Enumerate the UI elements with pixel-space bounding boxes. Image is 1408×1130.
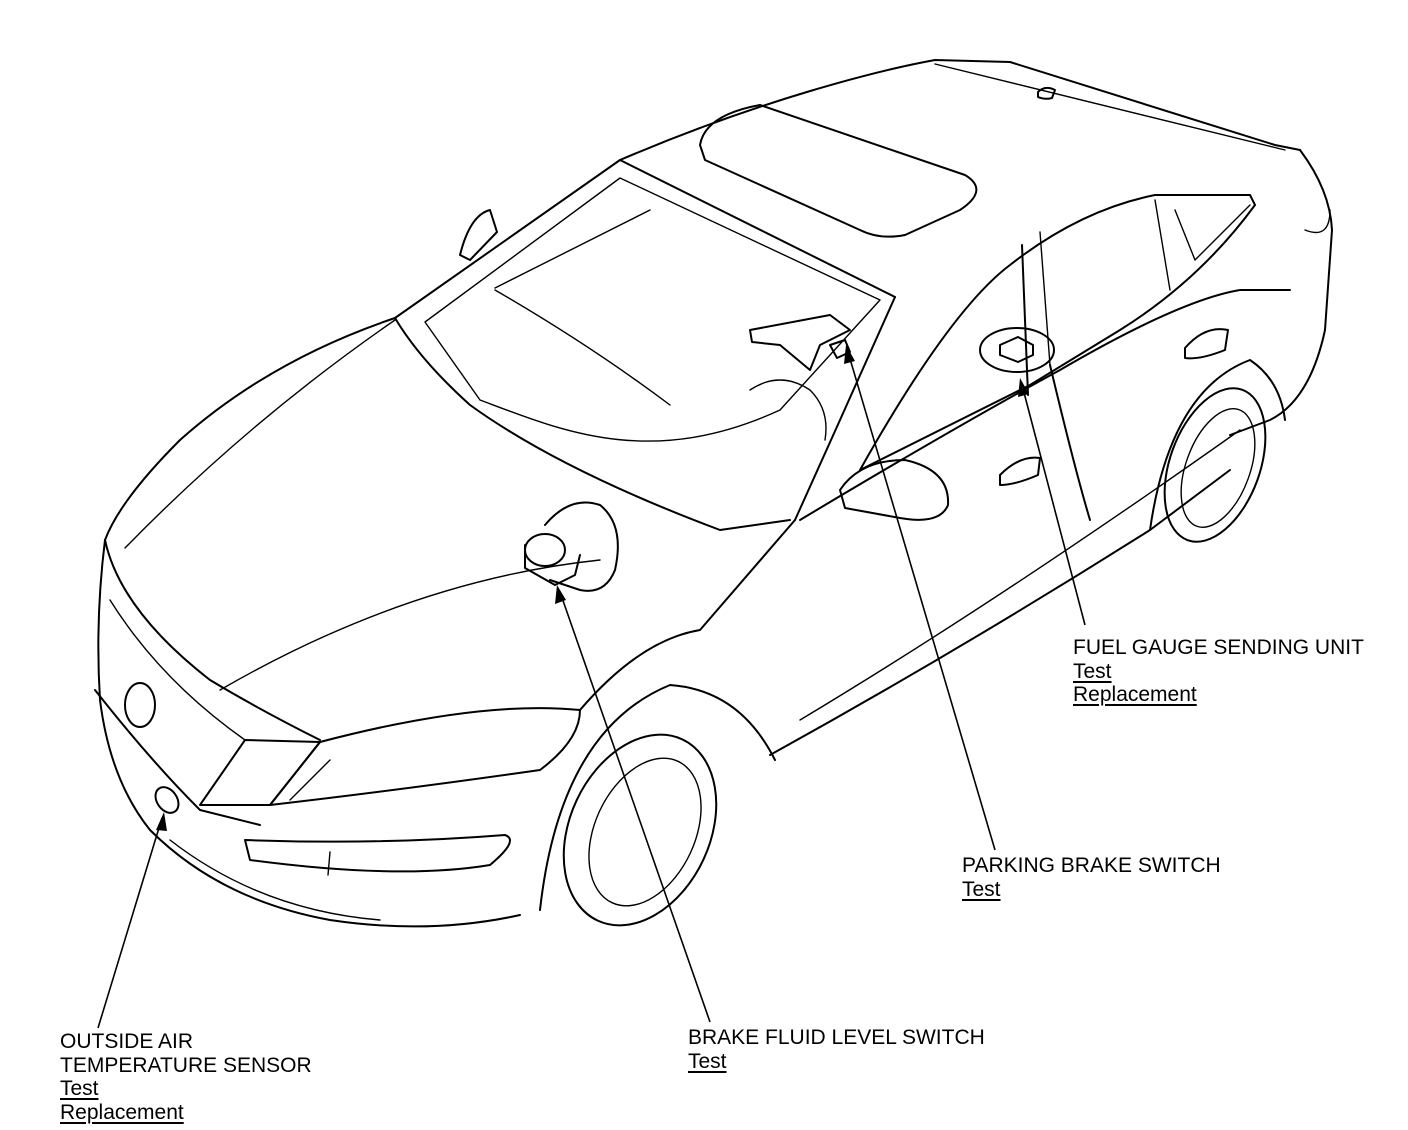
roof-antenna <box>1037 86 1056 100</box>
door-window-frame <box>859 194 1256 471</box>
steering-area <box>749 379 827 441</box>
leader-brake-fluid <box>559 591 711 1023</box>
outside-air-temp-title-line2: TEMPERATURE SENSOR <box>60 1053 312 1077</box>
rear-body <box>1229 149 1333 436</box>
callout-fuel-gauge-sending-unit: FUEL GAUGE SENDING UNIT Test Replacement <box>1073 636 1364 707</box>
grille-upper <box>109 599 246 741</box>
windshield-outline <box>394 159 896 319</box>
rear-wheel <box>1163 387 1267 543</box>
parking-brake-switch <box>829 339 851 359</box>
leader-parking-brake <box>847 351 996 851</box>
callout-brake-fluid-level-switch: BRAKE FLUID LEVEL SWITCH Test <box>688 1026 985 1073</box>
hood-crease-2 <box>219 559 601 691</box>
parking-brake-test-link[interactable]: Test <box>962 877 1001 901</box>
rear-wheel-rim <box>1180 408 1256 528</box>
roof-rail <box>934 63 1286 151</box>
front-door-handle <box>999 456 1041 486</box>
lower-bumper <box>169 839 381 921</box>
leader-fuel-gauge <box>1021 384 1086 626</box>
brake-fluid-level-switch <box>524 533 566 567</box>
fog-lamp <box>244 834 511 873</box>
brake-fluid-reservoir-body <box>524 544 581 586</box>
brake-fluid-reservoir-outline <box>544 501 619 592</box>
bumper-line <box>94 689 261 826</box>
brake-fluid-title: BRAKE FLUID LEVEL SWITCH <box>688 1026 985 1049</box>
hood-outline <box>104 317 396 741</box>
grille <box>199 739 321 806</box>
rear-window-line <box>1154 199 1171 291</box>
arrowhead-brake-fluid <box>555 585 566 604</box>
callout-outside-air-temperature-sensor: OUTSIDE AIR TEMPERATURE SENSOR Test Repl… <box>60 1030 312 1124</box>
arrowhead-fuel-gauge <box>1018 378 1029 397</box>
windshield-inner-frame <box>424 177 881 442</box>
hood-crease <box>124 319 396 549</box>
rear-quarter-window <box>1174 204 1251 261</box>
arrowhead-outside-air-temp <box>156 812 167 831</box>
headlight <box>269 709 581 806</box>
cowl-line <box>394 317 791 531</box>
front-emblem <box>124 682 156 728</box>
car-outline-drawing <box>94 59 1333 928</box>
fuel-gauge-replacement-link[interactable]: Replacement <box>1073 683 1197 706</box>
brake-fluid-test-link[interactable]: Test <box>688 1049 727 1073</box>
sunroof <box>699 104 978 238</box>
body-side-line <box>799 429 1241 721</box>
a-pillar <box>794 296 896 521</box>
fuel-gauge-test-link[interactable]: Test <box>1073 659 1112 683</box>
front-fender <box>579 519 796 711</box>
rocker <box>769 469 1231 756</box>
side-mirror <box>839 459 950 521</box>
outside-air-temp-replacement-link[interactable]: Replacement <box>60 1100 184 1124</box>
outside-air-temperature-sensor <box>154 786 180 814</box>
outside-air-temp-test-link[interactable]: Test <box>60 1077 99 1100</box>
parking-brake-title: PARKING BRAKE SWITCH <box>962 854 1221 877</box>
rear-wheel-arch <box>1149 359 1286 531</box>
fuel-gauge-sending-unit <box>999 336 1034 363</box>
leader-outside-air-temp <box>97 817 163 1029</box>
rear-door-handle <box>1184 328 1229 360</box>
front-wheel <box>562 733 718 927</box>
rear-view-mirror-side <box>459 209 498 261</box>
windshield-reflection <box>494 209 651 289</box>
door-seam <box>1049 364 1091 521</box>
arrowhead-parking-brake <box>844 345 855 364</box>
rear-lamp <box>1304 209 1331 234</box>
fog-lamp-inner <box>327 851 331 876</box>
windshield-reflection-2 <box>494 289 671 406</box>
headlight-inner <box>289 759 331 801</box>
leader-lines <box>97 345 1086 1029</box>
b-pillar-2 <box>1039 231 1051 366</box>
fuel-gauge-title: FUEL GAUGE SENDING UNIT <box>1073 636 1364 659</box>
front-wheel-rim <box>588 757 702 907</box>
callout-parking-brake-switch: PARKING BRAKE SWITCH Test <box>962 854 1221 901</box>
front-fascia <box>97 539 521 928</box>
roof-outline <box>619 59 1301 161</box>
dashboard <box>749 314 851 371</box>
fuel-gauge-access-panel <box>979 327 1055 373</box>
belt-line <box>799 289 1291 521</box>
front-wheel-arch <box>539 684 776 911</box>
outside-air-temp-title-line1: OUTSIDE AIR <box>60 1030 194 1053</box>
hood-rear-edge <box>319 707 581 743</box>
b-pillar <box>1021 244 1029 396</box>
